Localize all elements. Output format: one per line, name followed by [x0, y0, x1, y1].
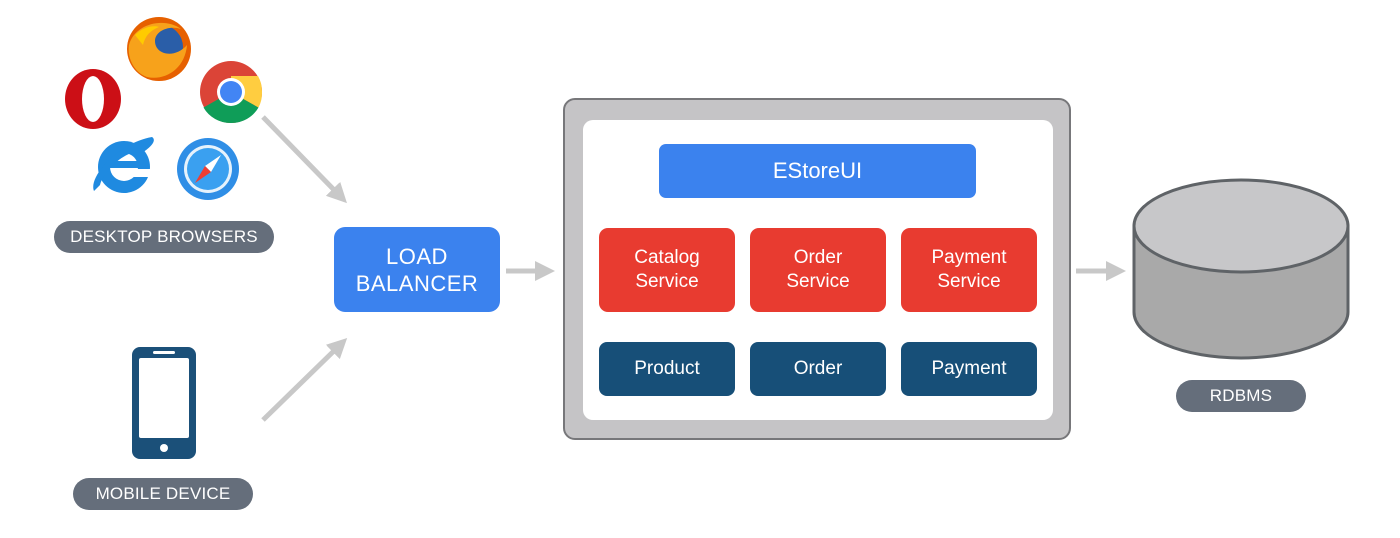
order-service-line2: Service: [786, 271, 850, 292]
catalog-service-box: Catalog Service: [599, 228, 735, 312]
order-service-line1: Order: [793, 247, 843, 268]
order-entity-box: Order: [750, 342, 886, 396]
mobile-device-label: MOBILE DEVICE: [73, 478, 253, 510]
payment-service-box: Payment Service: [901, 228, 1037, 312]
payment-service-line2: Service: [937, 271, 1001, 292]
product-entity-box: Product: [599, 342, 735, 396]
desktop-browsers-label: DESKTOP BROWSERS: [54, 221, 274, 253]
catalog-service-line1: Catalog: [634, 247, 700, 268]
payment-service-line1: Payment: [931, 247, 1007, 268]
firefox-icon: [127, 17, 191, 81]
chrome-icon: [200, 61, 263, 124]
database-icon: [1132, 178, 1350, 360]
opera-icon: [65, 69, 121, 129]
load-balancer-line1: LOAD: [386, 243, 448, 269]
order-entity-label: Order: [793, 358, 843, 379]
arrow-desktop-to-lb: [261, 115, 347, 204]
order-service-box: Order Service: [750, 228, 886, 312]
arrow-mobile-to-lb: [261, 338, 348, 422]
load-balancer-line2: BALANCER: [355, 270, 479, 296]
payment-entity-label: Payment: [931, 358, 1007, 379]
load-balancer-box: LOAD BALANCER: [334, 227, 500, 312]
estore-ui-label: EStoreUI: [772, 158, 863, 183]
catalog-service-line2: Service: [635, 271, 699, 292]
safari-icon: [177, 138, 239, 200]
internet-explorer-icon: [93, 137, 154, 193]
payment-entity-box: Payment: [901, 342, 1037, 396]
smartphone-icon: [132, 347, 196, 459]
product-entity-label: Product: [634, 358, 700, 379]
estore-ui-box: EStoreUI: [659, 144, 976, 198]
rdbms-label: RDBMS: [1176, 380, 1306, 412]
